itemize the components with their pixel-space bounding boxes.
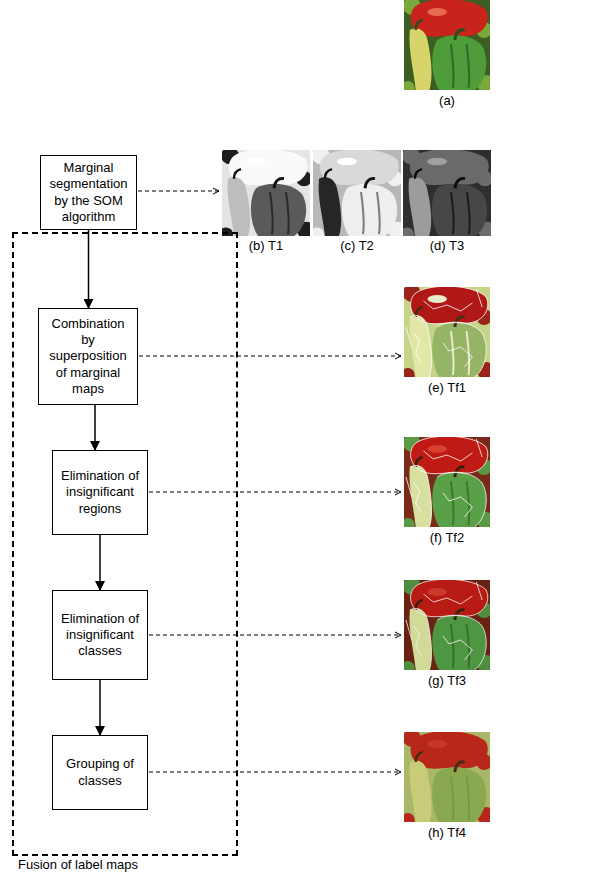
group-title: Fusion of label maps — [18, 857, 138, 872]
figure-caption: (e) Tf1 — [428, 380, 466, 396]
process-box: Elimination of insignificant classes — [52, 590, 148, 680]
figure-caption: (c) T2 — [340, 238, 374, 254]
figure-caption: (h) Tf4 — [428, 825, 466, 841]
figure-caption: (d) T3 — [430, 238, 464, 254]
leader-arrow — [139, 356, 401, 357]
leader-arrow — [149, 772, 401, 773]
group-box: Fusion of label mapsCombination by super… — [12, 232, 238, 856]
box-text: Elimination of insignificant regions — [58, 468, 142, 517]
box-text: Marginal segmentation by the SOM algorit… — [46, 160, 131, 225]
box-text: Combination by superposition of marginal… — [44, 316, 132, 397]
figure-caption: (g) Tf3 — [428, 673, 466, 689]
process-box: Elimination of insignificant regions — [52, 450, 148, 535]
figure-caption: (f) Tf2 — [430, 530, 464, 546]
leader-arrows — [138, 191, 401, 772]
label-map — [219, 147, 315, 241]
label-map — [401, 434, 495, 532]
flow-arrow — [99, 535, 101, 590]
photo-original — [401, 0, 495, 95]
leader-arrow — [138, 191, 219, 192]
figure-caption: (a) — [439, 93, 455, 109]
figure-caption: (b) T1 — [249, 238, 283, 254]
box-text: Elimination of insignificant classes — [58, 611, 142, 660]
process-box: Grouping of classes — [52, 735, 148, 810]
label-map — [401, 577, 495, 675]
flow-arrow — [94, 405, 96, 450]
box-text: Grouping of classes — [58, 756, 142, 789]
leader-arrow — [149, 492, 401, 493]
leader-arrow — [149, 635, 401, 636]
flow-arrow — [99, 680, 101, 735]
flow-arrow — [88, 230, 90, 308]
label-map — [310, 147, 406, 241]
label-map — [400, 147, 496, 241]
label-map — [401, 729, 495, 827]
label-map — [401, 284, 495, 382]
process-box: Combination by superposition of marginal… — [38, 308, 138, 405]
process-box: Marginal segmentation by the SOM algorit… — [40, 155, 137, 230]
